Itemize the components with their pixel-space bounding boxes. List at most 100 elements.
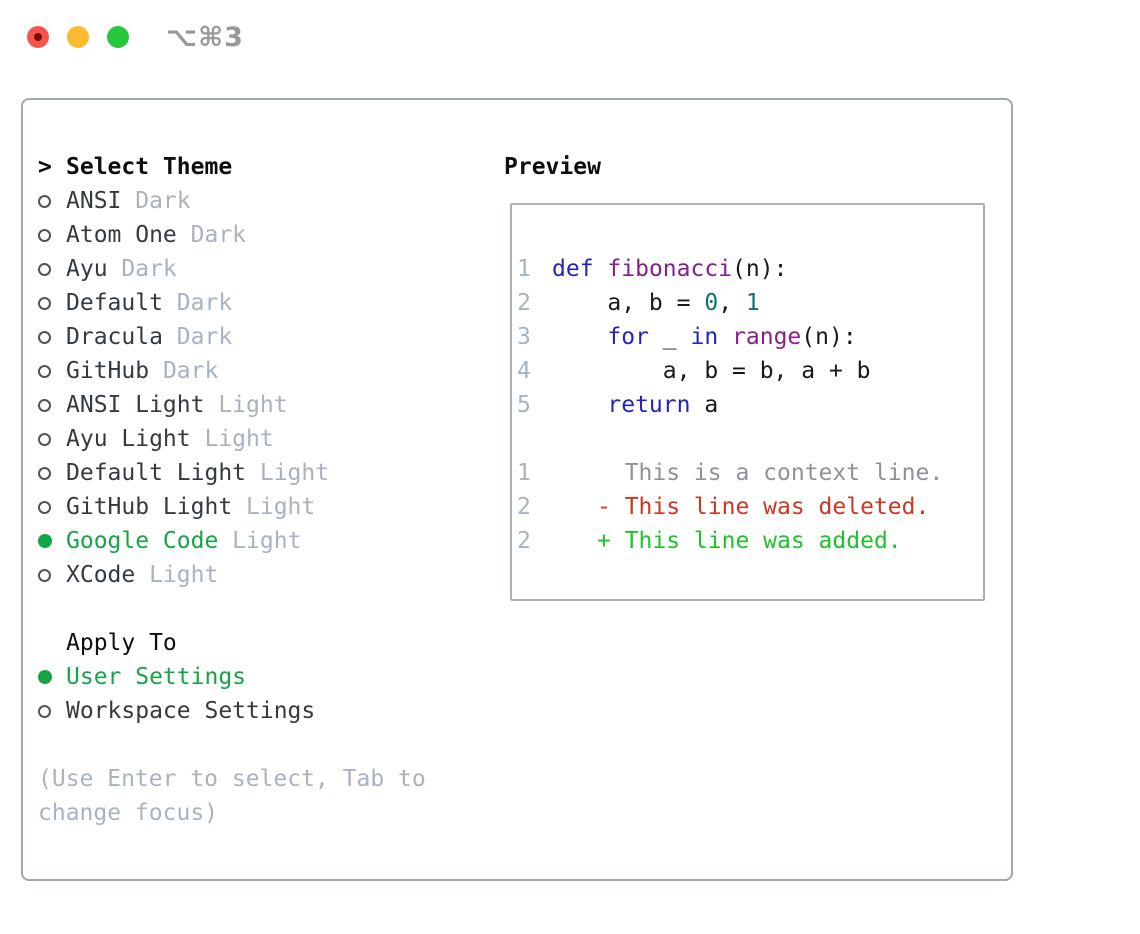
code-token	[718, 320, 732, 354]
option-label: ANSI	[66, 188, 122, 214]
code-token: 0	[704, 290, 719, 316]
diff-line-added: 2+ This line was added.	[512, 524, 983, 558]
code-token: for	[607, 324, 649, 350]
option-label: User Settings	[66, 664, 247, 690]
radio-unselected-icon	[38, 704, 51, 718]
option-label: GitHub	[66, 358, 150, 384]
close-button[interactable]	[27, 26, 49, 48]
theme-option-google-code[interactable]: Google Code Light	[38, 524, 426, 558]
theme-option-default[interactable]: Default Dark	[38, 286, 426, 320]
code-line: 2 a, b = 0, 1	[512, 286, 983, 320]
theme-option-ayu-light[interactable]: Ayu Light Light	[38, 422, 426, 456]
line-number: 1	[517, 460, 531, 486]
diff-preview: 1 This is a context line.2- This line wa…	[512, 456, 983, 558]
spacer	[38, 728, 426, 762]
code-token: return	[607, 392, 691, 418]
option-variant-label: Dark	[162, 324, 233, 350]
theme-option-atom-one[interactable]: Atom One Dark	[38, 218, 426, 252]
radio-unselected-icon	[38, 364, 51, 378]
focus-arrow-icon: >	[38, 154, 52, 180]
code-token	[594, 252, 608, 286]
apply-option-user-settings[interactable]: User Settings	[38, 660, 426, 694]
window-title: ⌥⌘3	[166, 21, 244, 53]
option-label: Google Code	[66, 528, 219, 554]
help-line-2: change focus)	[38, 800, 219, 826]
minimize-button[interactable]	[67, 26, 89, 48]
radio-unselected-icon	[38, 466, 51, 480]
option-variant-label: Light	[135, 562, 219, 588]
radio-unselected-icon	[38, 262, 51, 276]
code-token: a	[690, 392, 719, 418]
apply-option-workspace-settings[interactable]: Workspace Settings	[38, 694, 426, 728]
theme-option-github-light[interactable]: GitHub Light Light	[38, 490, 426, 524]
line-number: 2	[517, 290, 531, 316]
line-number: 1	[517, 256, 531, 282]
diff-text: - This line was deleted.	[597, 494, 930, 520]
option-variant-label: Light	[204, 392, 288, 418]
diff-text: This is a context line.	[597, 460, 944, 486]
diff-line-context: 1 This is a context line.	[512, 456, 983, 490]
radio-selected-icon	[38, 670, 52, 684]
radio-unselected-icon	[38, 330, 51, 344]
line-number: 4	[517, 358, 531, 384]
option-variant-label: Light	[246, 460, 330, 486]
option-variant-label: Dark	[176, 222, 247, 248]
option-label: XCode	[66, 562, 136, 588]
radio-unselected-icon	[38, 432, 51, 446]
option-variant-label: Dark	[149, 358, 219, 384]
radio-unselected-icon	[38, 194, 51, 208]
option-label: Dracula	[66, 324, 163, 350]
line-number: 3	[517, 324, 531, 350]
option-variant-label: Dark	[107, 256, 177, 282]
code-token	[552, 388, 607, 422]
theme-option-ansi[interactable]: ANSI Dark	[38, 184, 426, 218]
code-token: range	[732, 324, 802, 350]
help-line-1: (Use Enter to select, Tab to	[38, 766, 426, 792]
apply-to-label: Apply To	[66, 630, 177, 656]
option-label: ANSI Light	[66, 392, 205, 418]
option-label: GitHub Light	[66, 494, 233, 520]
line-number: 5	[517, 392, 531, 418]
option-label: Ayu Light	[66, 426, 191, 452]
theme-option-github[interactable]: GitHub Dark	[38, 354, 426, 388]
radio-unselected-icon	[38, 398, 51, 412]
theme-option-default-light[interactable]: Default Light Light	[38, 456, 426, 490]
option-label: Ayu	[66, 256, 108, 282]
code-line: 3 for _ in range(n):	[512, 320, 983, 354]
option-variant-label: Light	[190, 426, 274, 452]
option-label: Default	[66, 290, 163, 316]
radio-unselected-icon	[38, 296, 51, 310]
select-theme-label: Select Theme	[66, 154, 233, 180]
code-token: 1	[745, 290, 760, 316]
theme-option-dracula[interactable]: Dracula Dark	[38, 320, 426, 354]
code-token: _	[648, 324, 691, 350]
maximize-button[interactable]	[107, 26, 129, 48]
preview-header: Preview	[504, 154, 601, 180]
spacer	[38, 592, 426, 626]
apply-to-header: Apply To	[38, 626, 426, 660]
theme-option-ayu[interactable]: Ayu Dark	[38, 252, 426, 286]
option-variant-label: Light	[218, 528, 302, 554]
option-variant-label: Dark	[162, 290, 233, 316]
code-token: a, b = b, a + b	[552, 358, 871, 384]
option-label: Default Light	[66, 460, 247, 486]
code-token: ,	[718, 290, 746, 316]
code-token: def	[552, 256, 594, 282]
select-theme-header: > Select Theme	[38, 150, 426, 184]
radio-selected-icon	[38, 534, 52, 548]
help-text: (Use Enter to select, Tab to change focu…	[38, 762, 426, 830]
theme-option-ansi-light[interactable]: ANSI Light Light	[38, 388, 426, 422]
theme-option-xcode[interactable]: XCode Light	[38, 558, 426, 592]
option-label: Atom One	[66, 222, 177, 248]
code-line: 5 return a	[512, 388, 983, 422]
code-token: (n):	[732, 256, 788, 282]
diff-line-deleted: 2- This line was deleted.	[512, 490, 983, 524]
